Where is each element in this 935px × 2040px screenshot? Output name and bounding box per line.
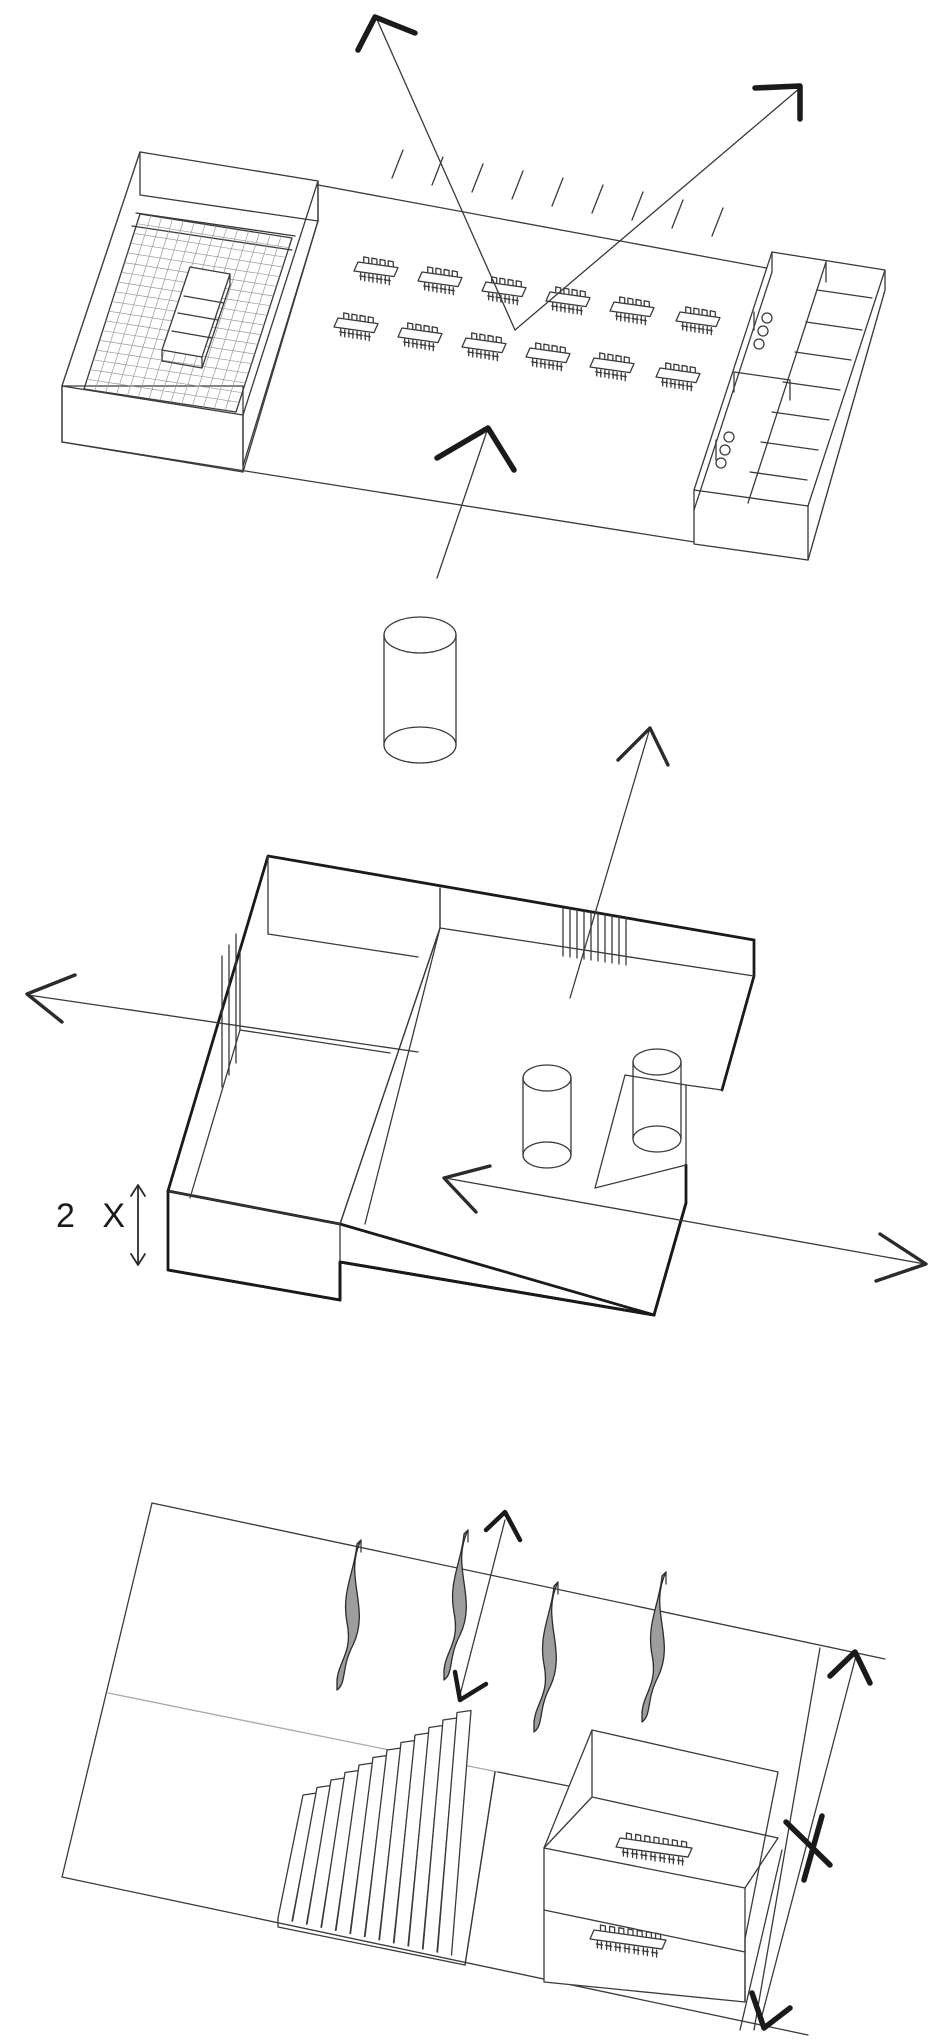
table-with-chairs xyxy=(609,296,655,326)
curtain-panel xyxy=(641,1571,667,1723)
parking-marks xyxy=(391,149,724,237)
changing-rooms-block xyxy=(693,251,886,561)
table-with-chairs xyxy=(481,276,527,306)
pool-box xyxy=(61,151,319,473)
table-with-chairs xyxy=(353,256,399,286)
panel-middle-volume xyxy=(25,616,928,1317)
curtain-panel xyxy=(533,1581,559,1733)
double-arrow-icon xyxy=(452,1509,523,1703)
stair-base xyxy=(277,1917,466,1966)
table-with-chairs xyxy=(397,322,443,352)
table-with-chairs xyxy=(461,332,507,362)
table-with-chairs xyxy=(417,266,463,296)
chevron-arrow-icon xyxy=(25,973,77,1024)
x-mark-icon xyxy=(783,1813,833,1883)
meeting-tables xyxy=(589,1832,693,1958)
chevron-arrow-icon xyxy=(434,425,517,473)
table-with-chairs xyxy=(675,306,721,336)
table-with-chairs xyxy=(615,1832,693,1866)
meeting-room-box xyxy=(543,1729,779,2003)
cylinder-volume xyxy=(383,616,457,764)
chevron-arrow-icon xyxy=(827,1649,873,1686)
panel-bottom-hall xyxy=(61,1502,886,2036)
curtain-panel xyxy=(443,1529,469,1681)
chevron-arrow-icon xyxy=(483,1509,523,1543)
double-arrow-icon xyxy=(749,1649,873,2031)
table-with-chairs xyxy=(545,286,591,316)
table-with-chairs xyxy=(333,312,379,342)
curtain-panel xyxy=(336,1539,362,1691)
chevron-arrow-icon xyxy=(442,1164,492,1214)
chevron-arrow-icon xyxy=(874,1232,928,1283)
stair-step xyxy=(436,1709,472,1956)
chevron-arrow-icon xyxy=(616,726,670,767)
table-with-chairs xyxy=(589,1924,667,1958)
chevron-arrow-icon xyxy=(752,83,803,122)
panel-top-plan xyxy=(61,14,886,579)
table-with-chairs xyxy=(525,342,571,372)
double-arrow-icon xyxy=(130,1184,146,1266)
entry-arrow-line xyxy=(436,427,489,579)
lane-blocks xyxy=(161,266,231,369)
l-shaped-volume xyxy=(166,854,756,1317)
chevron-arrow-icon xyxy=(355,14,418,53)
chevron-arrow-icon xyxy=(749,1990,793,2031)
view-arrows xyxy=(355,14,803,331)
movement-arrows xyxy=(25,726,928,1283)
dining-tables xyxy=(333,256,721,392)
hanging-curtains xyxy=(336,1529,667,1733)
height-multiplier-label: 2 X xyxy=(56,1197,135,1235)
stair-seating xyxy=(277,1709,496,1966)
chevron-arrow-icon xyxy=(452,1669,489,1703)
table-with-chairs xyxy=(655,362,701,392)
table-with-chairs xyxy=(589,352,635,382)
